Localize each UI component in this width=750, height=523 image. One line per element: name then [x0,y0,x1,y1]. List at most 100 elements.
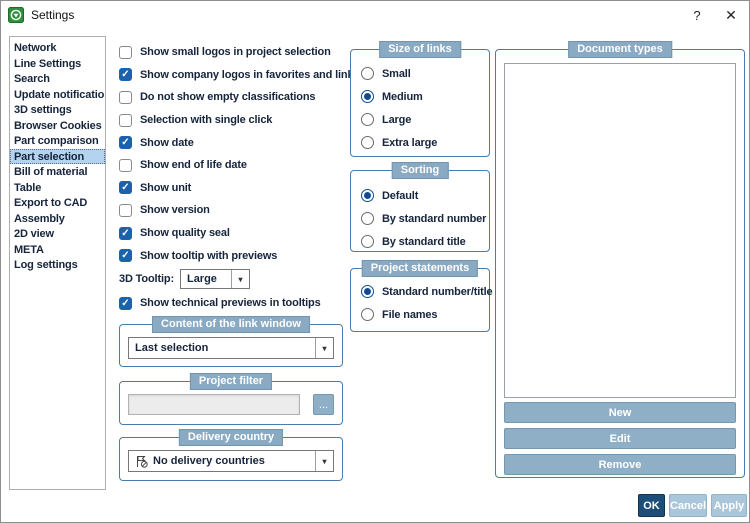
new-button[interactable]: New [504,402,736,423]
radio-row[interactable]: Small [361,62,485,85]
group-title: Delivery country [178,429,284,446]
checkbox-label: Show end of life date [140,159,247,172]
3d-tooltip-select[interactable]: Large ▾ [179,269,250,289]
checkbox-row[interactable]: Show quality seal [119,222,359,245]
ok-button[interactable]: OK [638,494,665,517]
sidebar-item[interactable]: Bill of material [10,164,105,180]
3d-tooltip-row: 3D Tooltip: Large ▾ [119,268,250,290]
checkbox-row[interactable]: Show tooltip with previews [119,244,359,267]
browse-button[interactable]: ... [313,394,334,415]
checkbox-row[interactable]: Show date [119,131,359,154]
sidebar-item-label: META [14,243,44,256]
checkbox-label: Show unit [140,181,192,194]
sidebar-item[interactable]: Part comparison [10,133,105,149]
checkbox-label: Do not show empty classifications [140,91,316,104]
sidebar-item[interactable]: Update notification [10,87,105,103]
delivery-country-select[interactable]: No delivery countries ▾ [128,450,334,472]
checkbox [119,181,132,195]
sidebar-item[interactable]: Log settings [10,257,105,273]
checkbox-row[interactable]: Selection with single click [119,109,359,132]
help-button[interactable]: ? [683,4,711,26]
link-window-group: Content of the link window Last selectio… [119,316,343,367]
sidebar-item[interactable]: 3D settings [10,102,105,118]
checkbox-list: Show small logos in project selection Sh… [119,41,360,267]
chevron-down-icon: ▾ [315,338,333,358]
checkbox-row[interactable]: Show end of life date [119,154,359,177]
sidebar-item[interactable]: Part selection [10,148,105,164]
settings-category-list[interactable]: Network Line Settings Search Update noti… [9,36,106,490]
radio-button [361,212,374,225]
sidebar-item[interactable]: Search [10,71,105,87]
chevron-down-icon: ▾ [315,451,333,471]
checkbox [119,136,132,150]
sidebar-item[interactable]: Browser Cookies [10,118,105,134]
sidebar-item[interactable]: Export to CAD [10,195,105,211]
radio-row[interactable]: Standard number/title [361,280,493,303]
radio-label: Medium [382,90,423,103]
checkbox-row[interactable]: Show small logos in project selection [119,41,359,64]
sidebar-item-label: Search [14,73,50,85]
sidebar-item-label: 3D settings [14,104,72,116]
edit-button[interactable]: Edit [504,428,736,449]
checkbox [119,226,132,240]
radio-label: Standard number/title [382,285,493,298]
radio-row[interactable]: Extra large [361,131,485,154]
checkbox-row[interactable]: Do not show empty classifications [119,86,359,109]
sidebar-item[interactable]: META [10,242,105,258]
link-window-select[interactable]: Last selection ▾ [128,337,334,359]
radio-row[interactable]: By standard title [361,230,485,253]
size-of-links-group: Size of links Small Medium Large [350,41,490,157]
remove-button[interactable]: Remove [504,454,736,475]
sidebar-item[interactable]: Line Settings [10,56,105,72]
3d-tooltip-label: 3D Tooltip: [119,273,174,285]
radio-button [361,136,374,149]
checkbox-row[interactable]: Show version [119,199,359,222]
radio-row[interactable]: By standard number [361,207,486,230]
group-title: Sorting [391,162,449,179]
chevron-down-icon: ▾ [230,270,249,288]
radio-label: Small [382,67,411,80]
checkbox [119,90,132,104]
sidebar-item-label: Update notification [14,88,105,101]
radio-group: Small Medium Large Extra large [361,62,485,154]
checkbox [119,113,132,127]
sidebar-item[interactable]: Network [10,40,105,56]
document-types-list[interactable] [504,63,736,398]
delivery-country-group: Delivery country No delivery countries ▾ [119,429,343,481]
radio-label: File names [382,308,438,321]
checkbox [119,249,132,263]
checkbox-label: Show company logos in favorites and link… [140,68,360,81]
checkbox [119,296,132,310]
group-title: Size of links [379,41,461,58]
radio-group: Standard number/title File names [361,280,493,326]
checkbox-row[interactable]: Show company logos in favorites and link… [119,64,360,87]
link-window-value: Last selection [135,342,209,354]
checkbox-row[interactable]: Show unit [119,177,359,200]
sidebar-item[interactable]: Assembly [10,211,105,227]
sidebar-item-label: Network [14,42,57,54]
radio-row[interactable]: Large [361,108,485,131]
close-icon[interactable]: ✕ [717,4,745,26]
checkbox-label: Show technical previews in tooltips [140,297,321,309]
sidebar-item[interactable]: Table [10,180,105,196]
checkbox-label: Show quality seal [140,227,230,240]
radio-row[interactable]: Default [361,184,485,207]
checkbox [119,68,132,82]
cancel-button[interactable]: Cancel [669,494,707,517]
checkbox-row[interactable]: Show technical previews in tooltips [119,292,321,314]
radio-button [361,189,374,202]
radio-row[interactable]: File names [361,303,485,326]
app-logo-icon [8,7,24,23]
apply-button[interactable]: Apply [711,494,747,517]
group-title: Project filter [189,373,273,390]
checkbox-label: Show small logos in project selection [140,46,331,59]
document-types-group: Document types New Edit Remove [495,41,745,478]
radio-button [361,113,374,126]
radio-row[interactable]: Medium [361,85,485,108]
group-title: Content of the link window [152,316,310,333]
radio-button [361,285,374,298]
radio-label: By standard title [382,235,466,248]
sidebar-item[interactable]: 2D view [10,226,105,242]
checkbox-label: Show tooltip with previews [140,249,278,262]
group-title: Project statements [361,260,479,277]
